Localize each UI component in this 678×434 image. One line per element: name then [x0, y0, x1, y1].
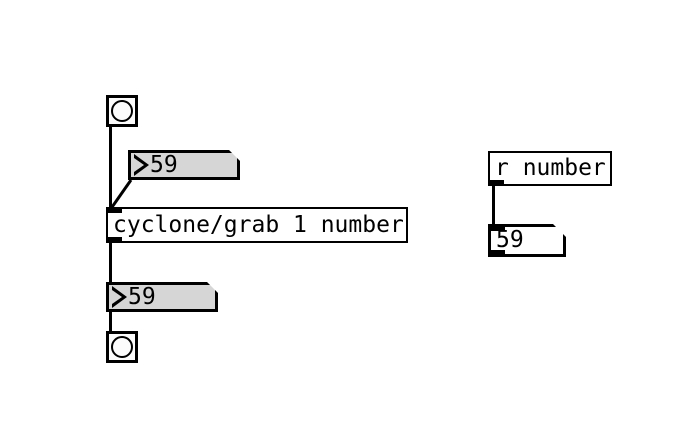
- numbox-right[interactable]: 59: [488, 224, 566, 257]
- numbox-triangle-icon: [134, 154, 149, 176]
- bang-bottom[interactable]: [106, 331, 138, 363]
- object-cyclone-grab[interactable]: cyclone/grab 1 number: [106, 207, 408, 243]
- numbox-top-value: 59: [150, 151, 178, 178]
- receive-outlet-0[interactable]: [489, 180, 504, 185]
- numbox-triangle-icon: [112, 286, 127, 308]
- numbox-bottom[interactable]: 59: [106, 282, 218, 312]
- object-receive-number-label: r number: [495, 155, 606, 181]
- bang-circle-icon: [111, 336, 133, 358]
- bang-top[interactable]: [106, 95, 138, 127]
- object-cyclone-grab-label: cyclone/grab 1 number: [113, 211, 404, 238]
- numbox-right-value: 59: [496, 227, 524, 253]
- cord-numbox-to-grab: [108, 179, 133, 211]
- numbox-right-outlet[interactable]: [490, 250, 505, 255]
- object-receive-number[interactable]: r number: [488, 151, 612, 186]
- object-outlet-0[interactable]: [107, 237, 122, 242]
- object-inlet-0[interactable]: [107, 208, 122, 213]
- bang-circle-icon: [111, 100, 133, 122]
- numbox-top[interactable]: 59: [128, 150, 240, 180]
- numbox-bottom-value: 59: [128, 283, 156, 310]
- numbox-right-inlet[interactable]: [490, 226, 505, 231]
